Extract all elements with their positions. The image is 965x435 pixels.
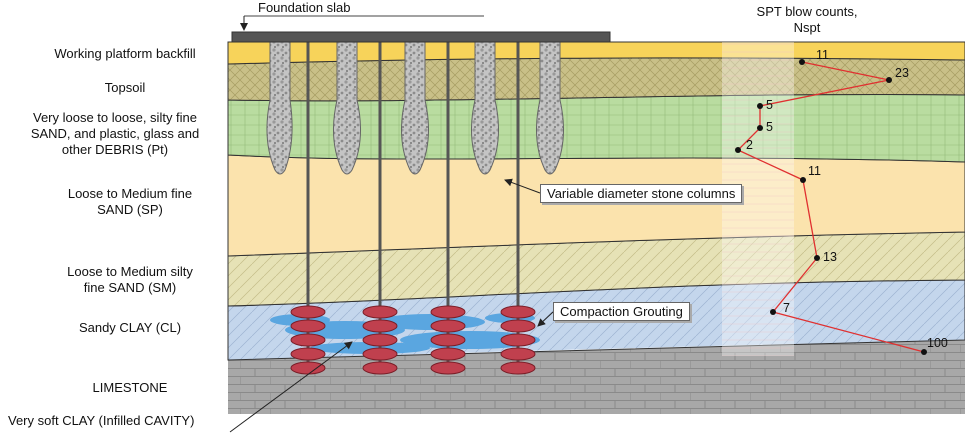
compaction-grout-bulbs	[290, 305, 536, 375]
spt-point	[799, 59, 805, 65]
spt-point	[921, 349, 927, 355]
layer-label: Topsoil	[104, 80, 146, 95]
layer-label: Working platform backfill	[54, 46, 196, 61]
spt-point	[814, 255, 820, 261]
foundation-slab-label: Foundation slab	[258, 0, 351, 15]
spt-value: 2	[746, 138, 753, 152]
foundation-slab	[231, 31, 611, 43]
spt-header: SPT blow counts, Nspt	[756, 4, 858, 35]
spt-points	[735, 59, 927, 355]
spt-point	[757, 103, 763, 109]
layer-limestone	[228, 340, 965, 414]
layer-label: LIMESTONE	[92, 380, 168, 395]
layer-label: Very loose to loose, silty fine SAND, an…	[30, 110, 200, 157]
layer-label: Very soft CLAY (Infilled CAVITY)	[8, 413, 195, 428]
spt-value: 5	[766, 98, 773, 112]
spt-value: 23	[895, 66, 909, 80]
spt-point	[886, 77, 892, 83]
spt-point	[770, 309, 776, 315]
spt-value: 7	[783, 301, 790, 315]
spt-value: 11	[816, 48, 829, 62]
spt-value: 100	[927, 336, 948, 350]
compaction-grouting-callout: Compaction Grouting	[553, 302, 690, 321]
layer-label: Loose to Medium fine SAND (SP)	[67, 186, 193, 217]
spt-point	[735, 147, 741, 153]
stone-columns	[266, 41, 564, 175]
spt-value: 13	[823, 250, 837, 264]
layer-label: Sandy CLAY (CL)	[78, 320, 182, 335]
layer-label: Loose to Medium silty fine SAND (SM)	[67, 264, 193, 295]
spt-value: 11	[808, 164, 821, 178]
stone-columns-callout: Variable diameter stone columns	[540, 184, 743, 203]
spt-value: 5	[766, 120, 773, 134]
spt-point	[757, 125, 763, 131]
spt-point	[800, 177, 806, 183]
